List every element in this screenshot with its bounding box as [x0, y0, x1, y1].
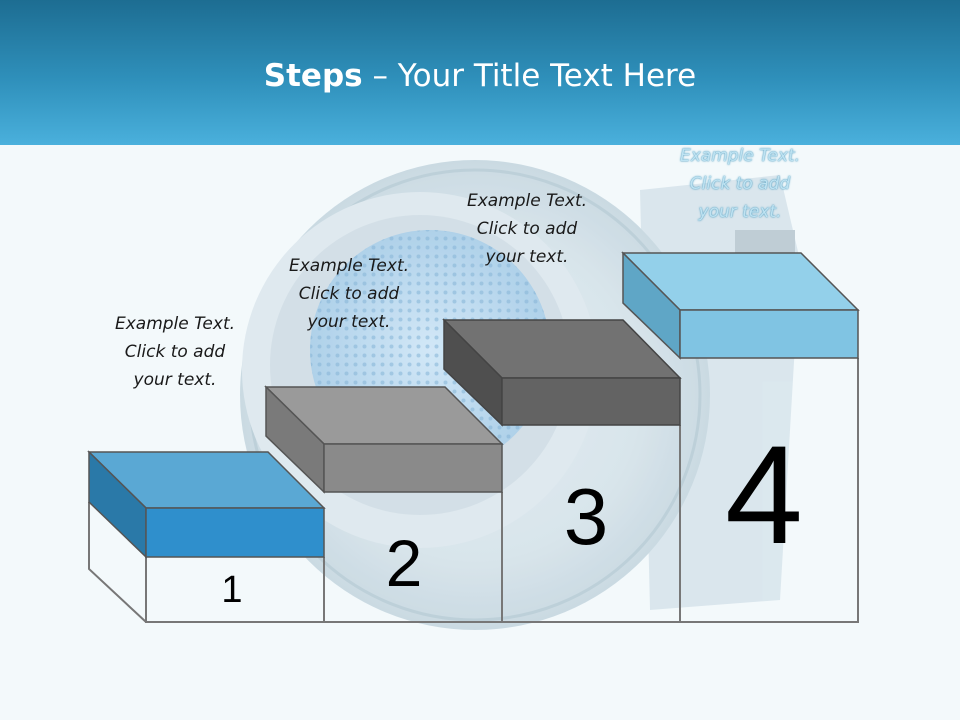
caption-line: your text. — [307, 312, 391, 332]
slide-title[interactable]: Steps – Your Title Text Here — [0, 56, 960, 96]
step-number-4: 4 — [725, 416, 803, 573]
stair-outline — [88, 358, 859, 623]
caption-line: Click to add — [124, 342, 226, 362]
step-caption-4[interactable]: Example Text. Click to add your text. — [655, 142, 825, 226]
step-caption-1[interactable]: Example Text. Click to add your text. — [90, 310, 260, 394]
caption-line: Click to add — [298, 284, 400, 304]
title-rest: – Your Title Text Here — [362, 58, 697, 94]
step-number-2: 2 — [385, 526, 423, 600]
caption-line: Example Text. — [466, 191, 588, 211]
step-block-1[interactable] — [87, 450, 326, 559]
header-bar — [0, 0, 960, 145]
caption-line: Click to add — [689, 174, 791, 194]
caption-line: your text. — [133, 370, 217, 390]
caption-line: Example Text. — [288, 256, 410, 276]
caption-line: your text. — [698, 202, 782, 222]
step-block-3[interactable] — [442, 318, 682, 427]
caption-line: Click to add — [476, 219, 578, 239]
step-number-1: 1 — [221, 569, 243, 611]
step-caption-3[interactable]: Example Text. Click to add your text. — [442, 187, 612, 271]
step-caption-2[interactable]: Example Text. Click to add your text. — [264, 252, 434, 336]
step-block-2[interactable] — [264, 385, 504, 494]
step-number-3: 3 — [563, 472, 609, 561]
title-bold: Steps — [263, 58, 363, 94]
caption-line: Example Text. — [679, 146, 801, 166]
caption-line: Example Text. — [114, 314, 236, 334]
caption-line: your text. — [485, 247, 569, 267]
step-block-4[interactable] — [621, 251, 860, 360]
